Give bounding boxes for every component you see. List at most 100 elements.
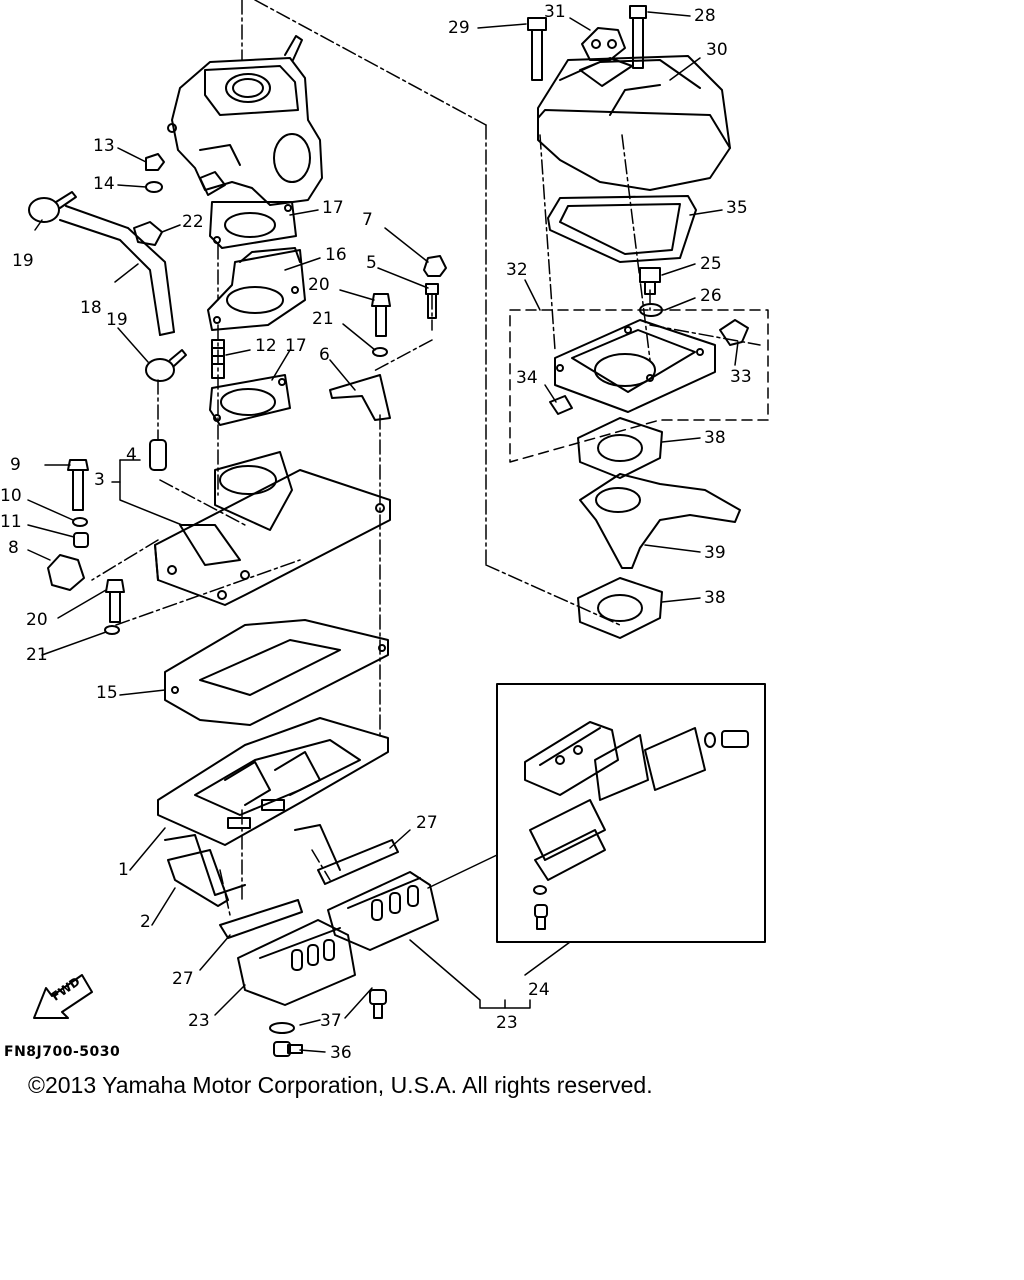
callout-38-lower: 38: [704, 588, 726, 608]
nut-13: [145, 153, 165, 171]
copyright-notice: ©2013 Yamaha Motor Corporation, U.S.A. A…: [28, 1072, 653, 1098]
gasket-2: [167, 849, 229, 907]
washer-21-right: [372, 347, 388, 357]
bracket-39: [579, 473, 741, 569]
gasket-15: [164, 619, 389, 726]
spacer-4: [149, 439, 167, 471]
bolt-29: [527, 17, 547, 81]
callout-38-upper: 38: [704, 428, 726, 448]
gasket-17-upper: [209, 201, 297, 249]
drawing-code: FN8J700-5030: [4, 1044, 121, 1060]
gasket-27-right: [317, 839, 399, 885]
callout-36: 36: [330, 1043, 352, 1063]
bolt-34: [549, 395, 573, 415]
callout-17-upper: 17: [322, 198, 344, 218]
screw-36-b: [273, 1041, 303, 1057]
callout-17-lower: 17: [285, 336, 307, 356]
fitting-5: [425, 283, 439, 319]
cap-7: [423, 255, 447, 277]
callout-4: 4: [126, 445, 137, 465]
cover-30: [537, 55, 731, 191]
base-32: [554, 319, 716, 413]
callout-31: 31: [544, 2, 566, 22]
callout-22: 22: [182, 212, 204, 232]
reed-valve-23-left: [237, 919, 356, 1006]
callout-18: 18: [80, 298, 102, 318]
callout-15: 15: [96, 683, 118, 703]
callout-25: 25: [700, 254, 722, 274]
callout-13: 13: [93, 136, 115, 156]
washer-21-left: [104, 625, 120, 635]
callout-32: 32: [506, 260, 528, 280]
screw-36-a: [369, 989, 387, 1019]
clip-37: [269, 1022, 295, 1034]
callout-24: 24: [528, 980, 550, 1000]
gasket-17-lower: [209, 374, 291, 426]
callout-7: 7: [362, 210, 373, 230]
callout-20-right: 20: [308, 275, 330, 295]
fwd-arrow-icon: [33, 974, 93, 1019]
callout-1: 1: [118, 860, 129, 880]
callout-27-left: 27: [172, 969, 194, 989]
callout-33: 33: [730, 367, 752, 387]
callout-8: 8: [8, 538, 19, 558]
callout-5: 5: [366, 253, 377, 273]
callout-20-left: 20: [26, 610, 48, 630]
callout-39: 39: [704, 543, 726, 563]
callout-19-upper: 19: [12, 251, 34, 271]
washer-14: [145, 181, 163, 193]
callout-35: 35: [726, 198, 748, 218]
callout-3: 3: [94, 470, 105, 490]
reed-housing-1: [157, 717, 389, 896]
callout-11: 11: [0, 512, 22, 532]
carburetor-body: [167, 35, 323, 206]
leader-lines: [27, 11, 739, 1053]
plate-16: [207, 247, 306, 331]
bolt-20-left: [105, 579, 125, 623]
callout-30: 30: [706, 40, 728, 60]
callout-12: 12: [255, 336, 277, 356]
callout-23-right: 23: [496, 1013, 518, 1033]
clip-22: [133, 221, 163, 246]
callout-2: 2: [140, 912, 151, 932]
bolt-28: [629, 5, 647, 69]
manifold-3: [154, 451, 391, 606]
callout-6: 6: [319, 345, 330, 365]
fitting-33: [719, 319, 749, 346]
bracket-6: [329, 374, 391, 421]
bolt-9: [67, 459, 89, 511]
callout-21-left: 21: [26, 645, 48, 665]
bolt-20-right: [371, 293, 391, 337]
callout-21-right: 21: [312, 309, 334, 329]
clamp-19-lower: [145, 349, 187, 382]
gasket-38-lower: [577, 577, 663, 639]
bolt-25: [639, 267, 661, 295]
assembly-32-outline: [509, 309, 769, 463]
callout-26: 26: [700, 286, 722, 306]
gasket-35: [547, 195, 697, 263]
reed-valve-detail-box: [496, 683, 766, 943]
washer-10: [72, 517, 88, 527]
clamp-19-upper: [28, 191, 77, 223]
washer-26: [639, 303, 663, 317]
hose-18: [59, 205, 175, 336]
callout-9: 9: [10, 455, 21, 475]
callout-37: 37: [320, 1011, 342, 1031]
callout-23-left: 23: [188, 1011, 210, 1031]
callout-28: 28: [694, 6, 716, 26]
reed-valve-23-right: [327, 871, 439, 951]
reed-detail: [524, 721, 749, 930]
stud-12: [211, 339, 225, 379]
callout-10: 10: [0, 486, 22, 506]
gasket-38-upper: [577, 417, 663, 479]
nut-11: [73, 532, 89, 548]
callout-14: 14: [93, 174, 115, 194]
callout-29: 29: [448, 18, 470, 38]
callout-16: 16: [325, 245, 347, 265]
callout-19-lower: 19: [106, 310, 128, 330]
fitting-8: [47, 554, 85, 591]
gasket-27-left: [219, 899, 303, 939]
cover-31: [581, 27, 626, 61]
callout-27-right: 27: [416, 813, 438, 833]
